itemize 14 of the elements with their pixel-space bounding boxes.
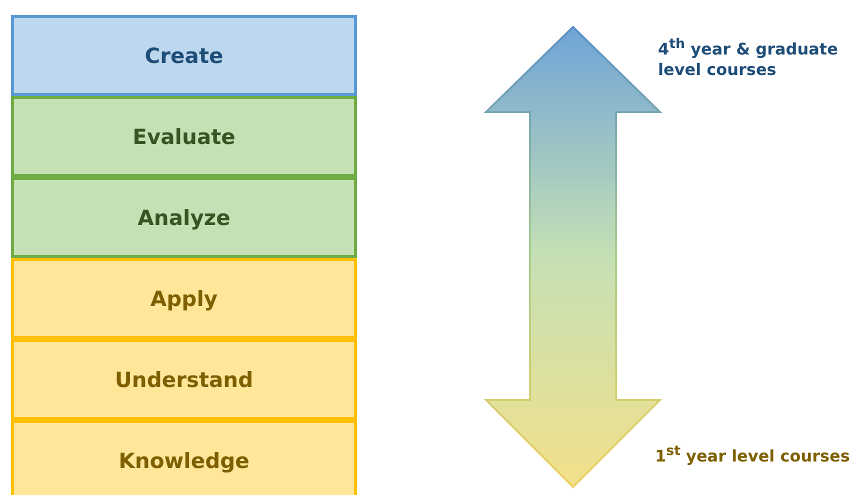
course-level-label: 4$^{th}$ year & graduate level courses	[658, 36, 839, 80]
level-label: Knowledge	[118, 448, 250, 472]
level-label: Create	[144, 44, 224, 68]
course-level-label: 1$^{st}$ year level courses	[655, 443, 850, 466]
level-box	[11, 258, 357, 339]
level-label: Apply	[150, 286, 218, 310]
level-box	[11, 177, 357, 258]
level-label: Analyze	[138, 206, 230, 230]
level-box	[11, 15, 357, 96]
level-box	[11, 96, 357, 177]
level-box	[11, 339, 357, 420]
level-box	[11, 420, 357, 495]
level-label: Evaluate	[132, 124, 236, 148]
level-label: Understand	[114, 368, 254, 392]
